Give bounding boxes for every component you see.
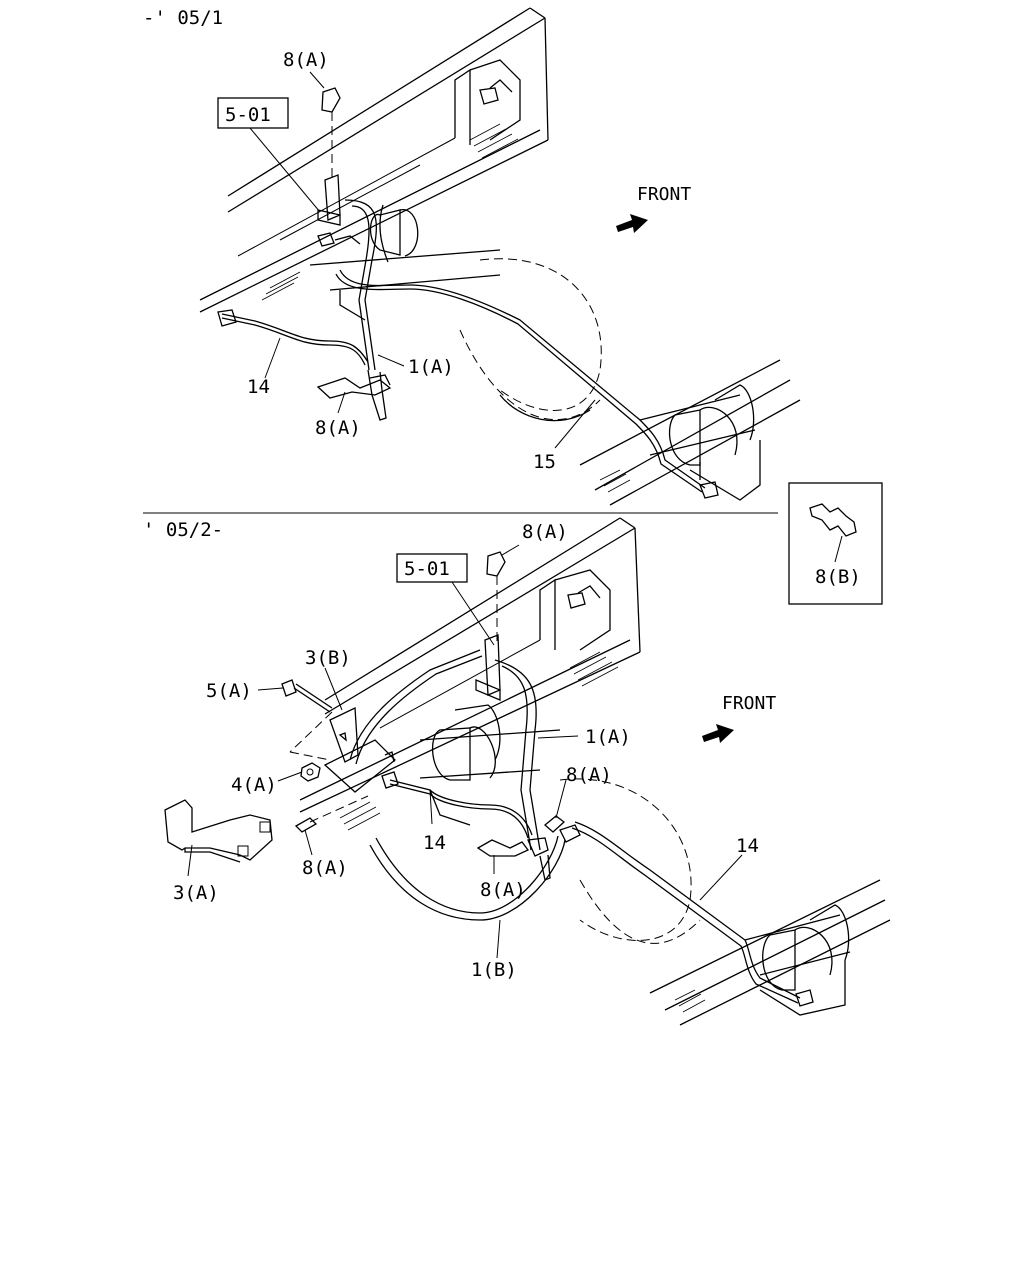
lower-brake-lines (164, 551, 814, 1007)
lower-hose-a-label: 1(A) (585, 726, 631, 748)
lower-clip-left-label: 8(A) (302, 857, 348, 879)
bolt-icon (281, 679, 297, 697)
lower-hose-b-label: 1(B) (471, 959, 517, 981)
inset-part-label: 8(B) (815, 566, 861, 588)
lower-leaders (187, 544, 743, 959)
front-arrow-icon (616, 214, 648, 233)
upper-pipe-right-label: 15 (533, 451, 556, 473)
upper-clip-top-label: 8(A) (283, 49, 329, 71)
lower-section: ' 05/2- (143, 517, 891, 1026)
upper-frame-rail (199, 7, 549, 313)
upper-clip-bottom-label: 8(A) (315, 417, 361, 439)
lower-clip-right-label: 8(A) (566, 764, 612, 786)
upper-date-label: -' 05/1 (143, 7, 223, 29)
lower-ref-box (396, 553, 468, 583)
lower-axle (419, 704, 891, 1026)
nut-icon (300, 762, 321, 782)
upper-pipe-left-label: 14 (247, 376, 270, 398)
lower-nut-label: 4(A) (231, 774, 277, 796)
lower-bracket-a-label: 3(A) (173, 882, 219, 904)
upper-ref-label: 5-01 (225, 104, 271, 126)
lower-clip-top-label: 8(A) (522, 521, 568, 543)
upper-section: -' 05/1 (143, 7, 801, 506)
lower-ref-label: 5-01 (404, 558, 450, 580)
inset-panel: 8(B) (788, 482, 883, 605)
lower-frame-rail (299, 517, 641, 831)
lower-bolt-label: 5(A) (206, 680, 252, 702)
upper-leaders (249, 71, 596, 449)
upper-axle (309, 204, 801, 506)
lower-bracket-b-label: 3(B) (305, 647, 351, 669)
lower-pipe-mid-label: 14 (423, 832, 446, 854)
lower-clip-center-label: 8(A) (480, 879, 526, 901)
lower-front-label: FRONT (722, 693, 776, 714)
lower-pipe-right-label: 14 (736, 835, 759, 857)
front-arrow-icon (702, 724, 734, 743)
upper-hose-label: 1(A) (408, 356, 454, 378)
upper-front-label: FRONT (637, 184, 691, 205)
lower-date-label: ' 05/2- (143, 519, 223, 541)
upper-brake-lines (217, 87, 719, 499)
bracket-icon (329, 706, 359, 763)
clip-icon (809, 503, 857, 537)
upper-ref-box (217, 97, 289, 129)
